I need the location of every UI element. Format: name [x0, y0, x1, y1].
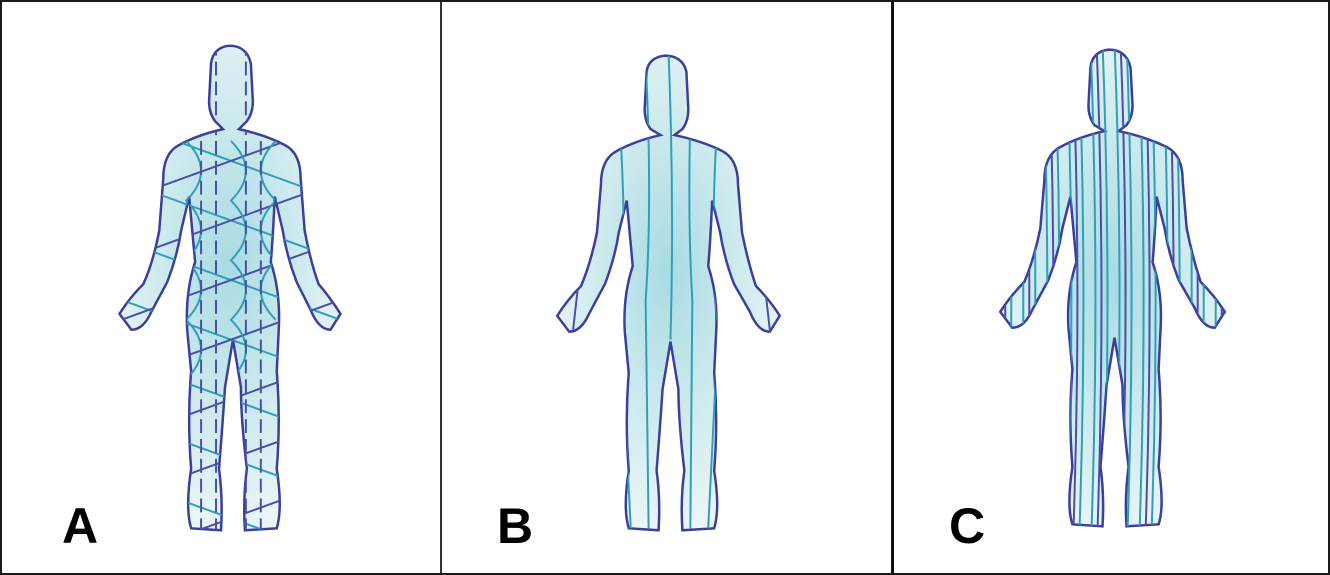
body-figure-a	[2, 2, 440, 573]
panel-b: B	[442, 2, 894, 573]
body-figure-c	[894, 2, 1328, 573]
body-silhouette-b	[557, 56, 780, 531]
panel-label-c: C	[949, 501, 985, 551]
panel-label-b: B	[497, 501, 533, 551]
body-figure-b	[442, 2, 891, 573]
body-silhouette-a	[119, 46, 340, 531]
panel-c: C	[894, 2, 1328, 573]
panel-a: A	[2, 2, 442, 573]
panel-label-a: A	[62, 501, 98, 551]
